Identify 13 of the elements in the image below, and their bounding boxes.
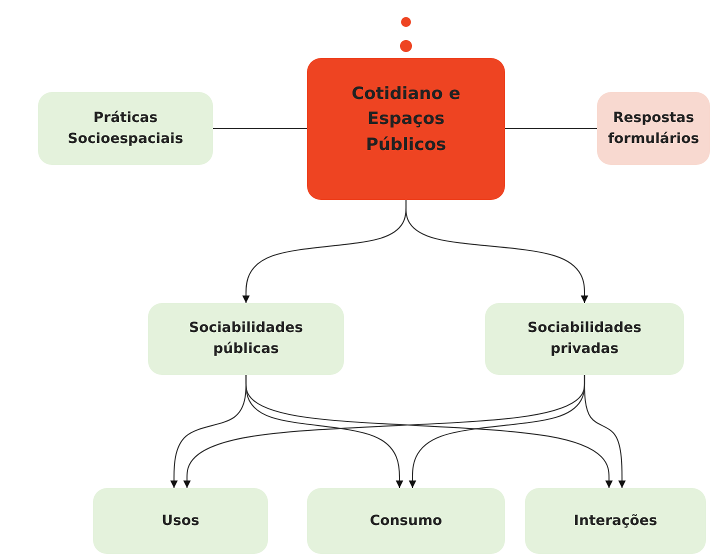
topic-box: Práticas Socioespaciais — [38, 92, 213, 165]
arrow — [245, 375, 613, 488]
connector-line — [505, 128, 597, 130]
topic-box: Interações — [525, 488, 706, 554]
topic-box: Sociabilidades públicas — [148, 303, 344, 375]
topic-box: Usos — [93, 488, 268, 554]
arrow — [584, 375, 626, 488]
connector-line — [213, 128, 307, 130]
source-box: Respostas formulários — [597, 92, 710, 165]
central-topic-box: Cotidiano e Espaços Públicos — [307, 58, 505, 200]
arrow — [405, 200, 588, 303]
topic-box: Sociabilidades privadas — [485, 303, 684, 375]
topic-box: Consumo — [307, 488, 505, 554]
